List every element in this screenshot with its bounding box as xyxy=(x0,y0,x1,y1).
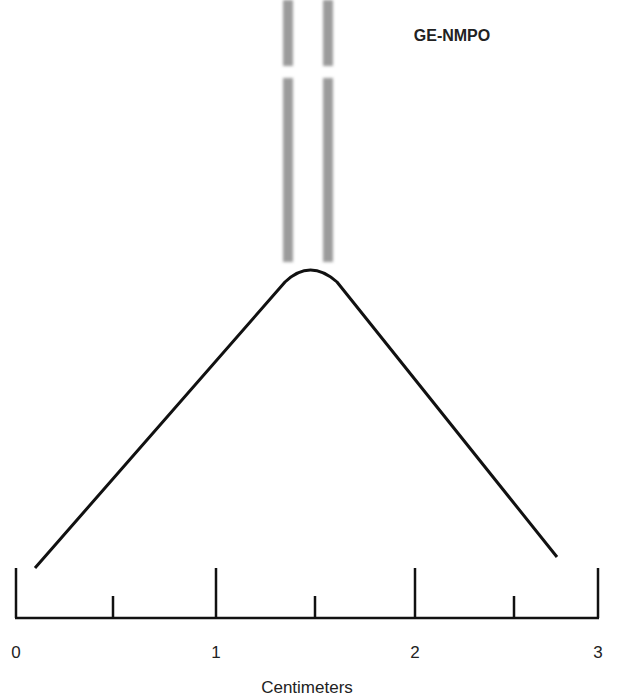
beam-stripes xyxy=(283,0,333,262)
major-tick xyxy=(597,568,600,618)
scale-number: 1 xyxy=(211,644,220,661)
scale-number: 0 xyxy=(11,644,20,661)
beam-stripe xyxy=(283,78,293,262)
minor-tick xyxy=(314,596,317,618)
major-tick xyxy=(215,568,218,618)
major-tick xyxy=(15,568,18,618)
specimen-label: GE-NMPO xyxy=(414,28,490,44)
minor-tick xyxy=(112,596,115,618)
major-tick xyxy=(414,568,417,618)
beam-stripe xyxy=(323,0,333,66)
scale-baseline xyxy=(15,617,599,620)
beam-stripe xyxy=(323,78,333,262)
scale-unit: Centimeters xyxy=(261,679,353,696)
beam-stripe xyxy=(283,0,293,66)
scale-number: 2 xyxy=(410,644,419,661)
profile-curve xyxy=(35,270,557,568)
minor-tick xyxy=(513,596,516,618)
scale-number: 3 xyxy=(593,644,602,661)
scale-bar xyxy=(15,568,599,618)
